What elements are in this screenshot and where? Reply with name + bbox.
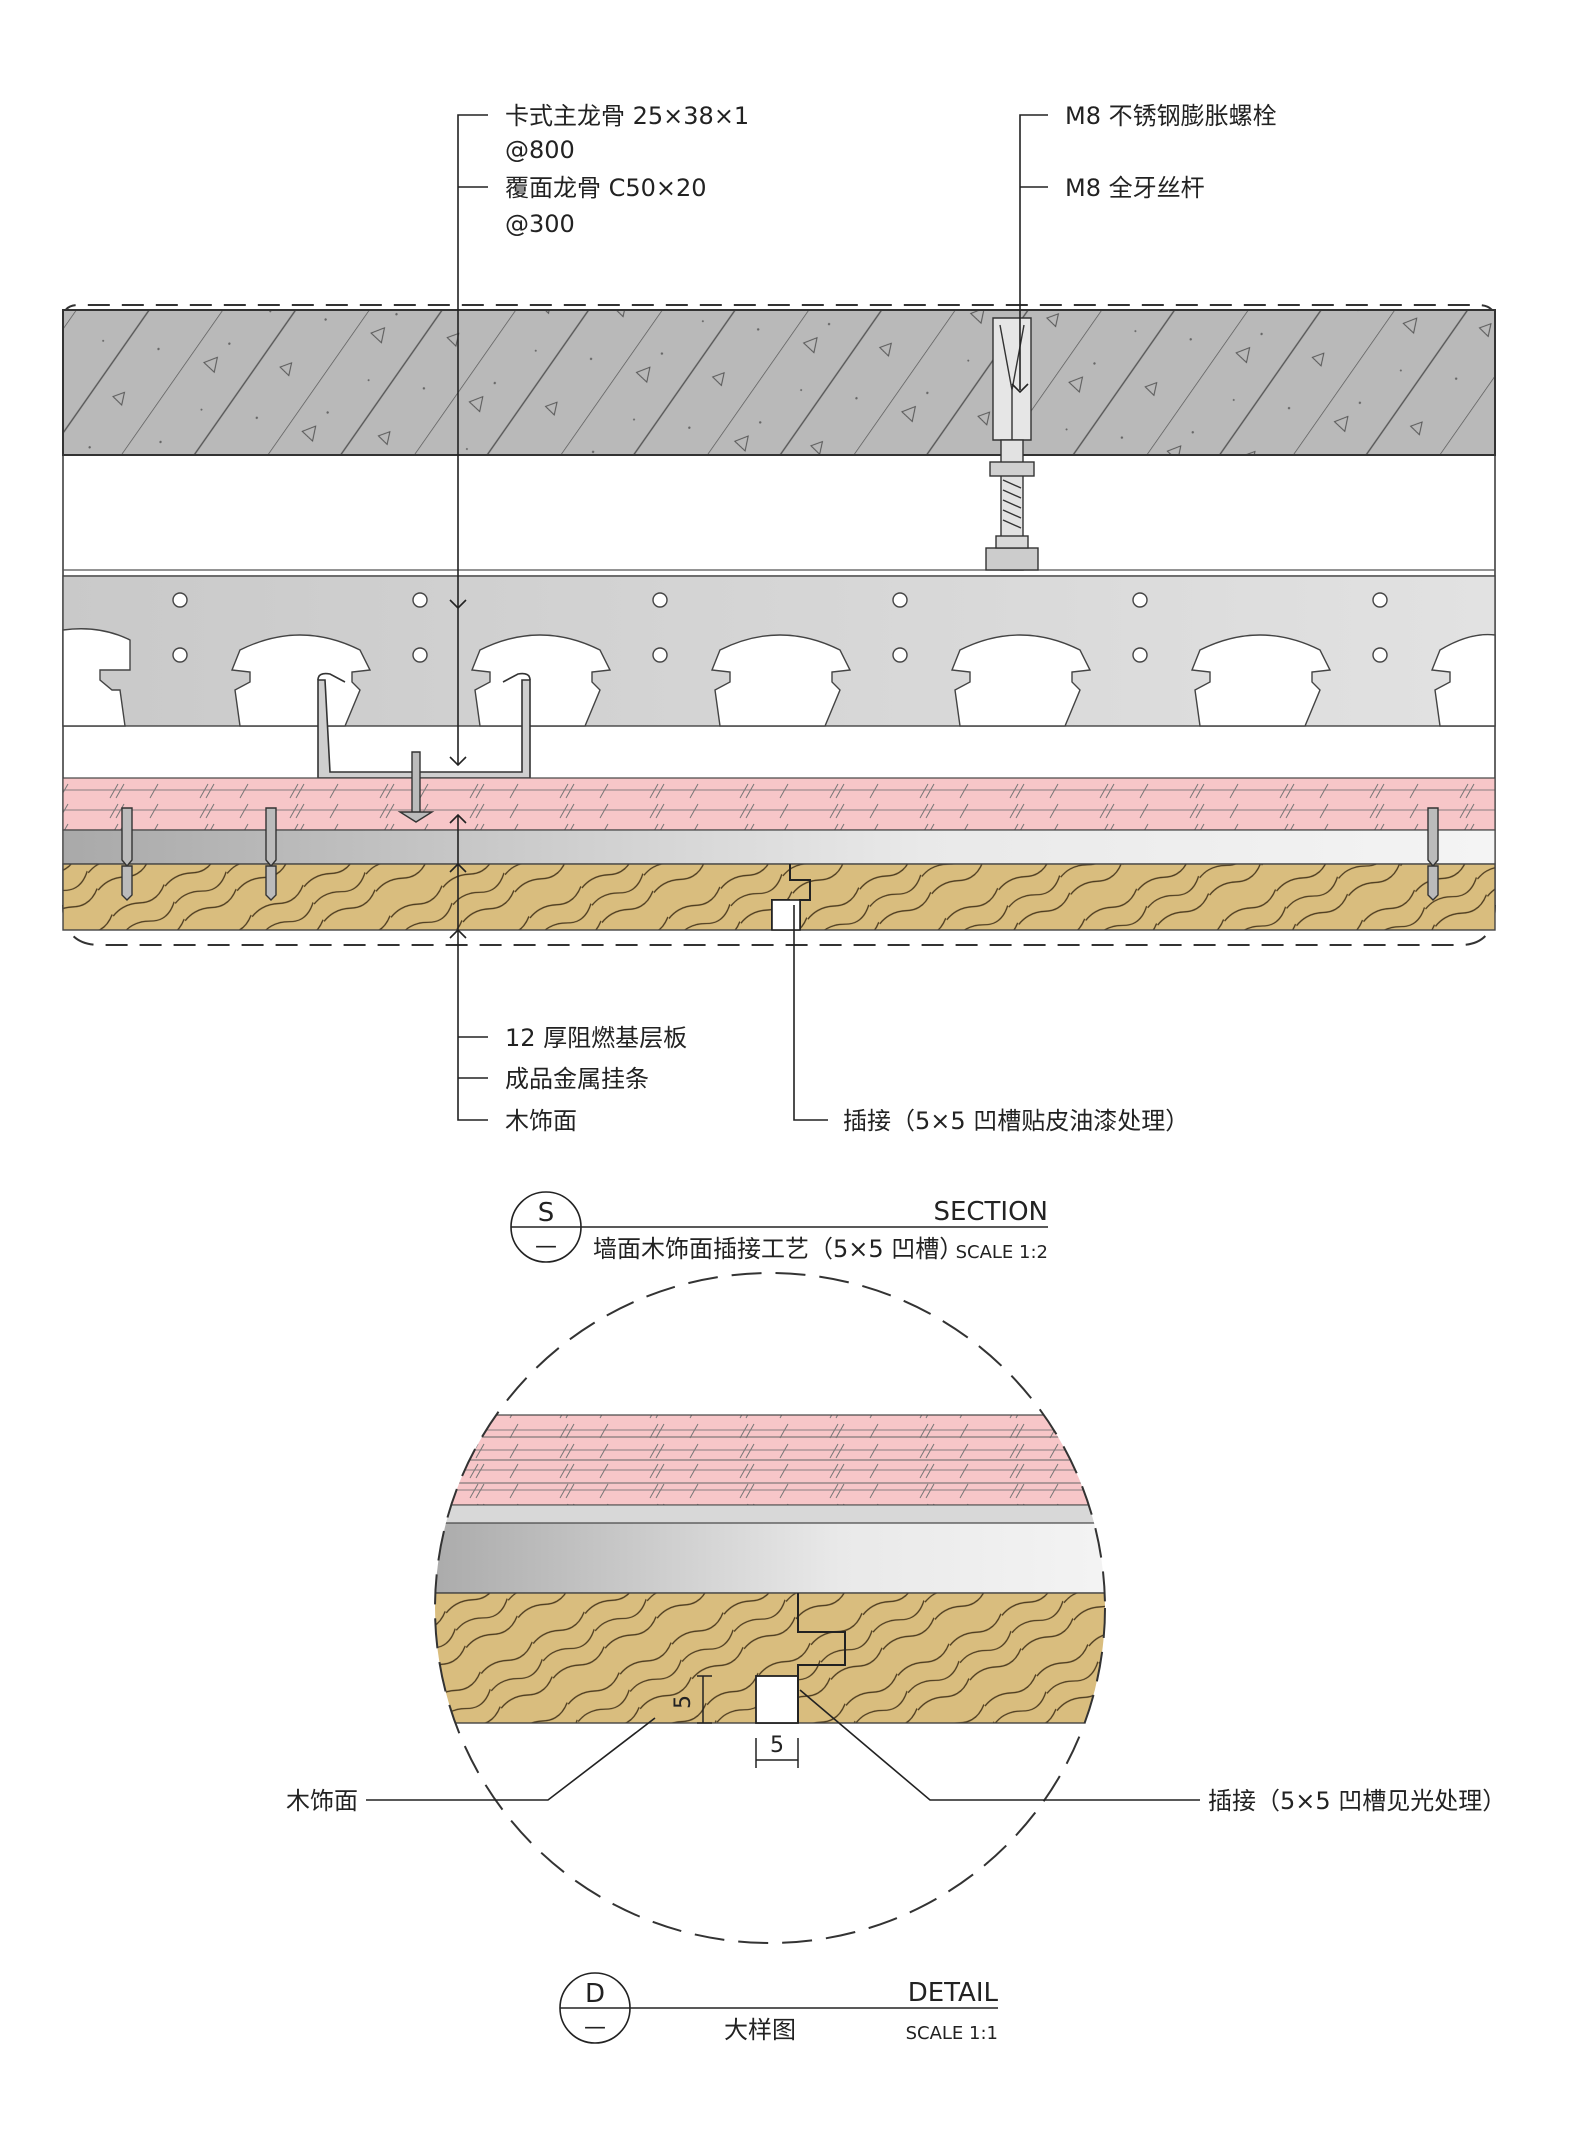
label-rod: M8 全牙丝杆	[1065, 174, 1205, 202]
dim-horizontal: 5	[770, 1733, 784, 1758]
detail-label-wood-face: 木饰面	[286, 1787, 358, 1815]
leader-bottom-left	[449, 813, 488, 1121]
label-base-board: 12 厚阻燃基层板	[505, 1024, 687, 1052]
label-main-keel-spacing: @800	[505, 136, 575, 164]
section-symbol: S	[538, 1198, 555, 1228]
label-bolt: M8 不锈钢膨胀螺栓	[1065, 102, 1277, 130]
base-board	[62, 777, 1496, 831]
concrete-slab	[62, 309, 1496, 456]
metal-strip	[62, 829, 1496, 865]
detail-number: —	[584, 2015, 606, 2040]
dim-vertical: 5	[671, 1695, 696, 1709]
leader-bottom-right	[793, 905, 828, 1121]
section-drawing	[62, 114, 1496, 1121]
section-number: —	[535, 1234, 557, 1259]
leader-top-right	[1011, 114, 1048, 394]
label-cover-keel-spacing: @300	[505, 210, 575, 238]
label-wood-face: 木饰面	[505, 1107, 577, 1135]
section-scale: SCALE 1:2	[956, 1242, 1048, 1263]
detail-scale: SCALE 1:1	[906, 2023, 998, 2044]
detail-drawing	[366, 1272, 1200, 1944]
detail-label-joint: 插接（5×5 凹槽见光处理）	[1208, 1787, 1506, 1815]
label-main-keel: 卡式主龙骨 25×38×1	[505, 102, 749, 130]
detail-symbol: D	[585, 1979, 605, 2009]
detail-name: 大样图	[724, 2016, 796, 2044]
label-joint: 插接（5×5 凹槽贴皮油漆处理）	[843, 1107, 1189, 1135]
screws	[121, 751, 1439, 901]
section-title-block	[510, 1191, 1048, 1263]
detail-kind: DETAIL	[908, 1978, 999, 2008]
section-kind: SECTION	[933, 1197, 1048, 1227]
label-cover-keel: 覆面龙骨 C50×20	[505, 174, 707, 202]
main-keel	[62, 575, 1496, 727]
section-name: 墙面木饰面插接工艺（5×5 凹槽）	[593, 1235, 963, 1263]
expansion-bolt	[985, 317, 1039, 571]
label-metal-strip: 成品金属挂条	[505, 1065, 649, 1093]
leader-top-left	[449, 114, 488, 767]
detail-title-block	[559, 1972, 998, 2044]
